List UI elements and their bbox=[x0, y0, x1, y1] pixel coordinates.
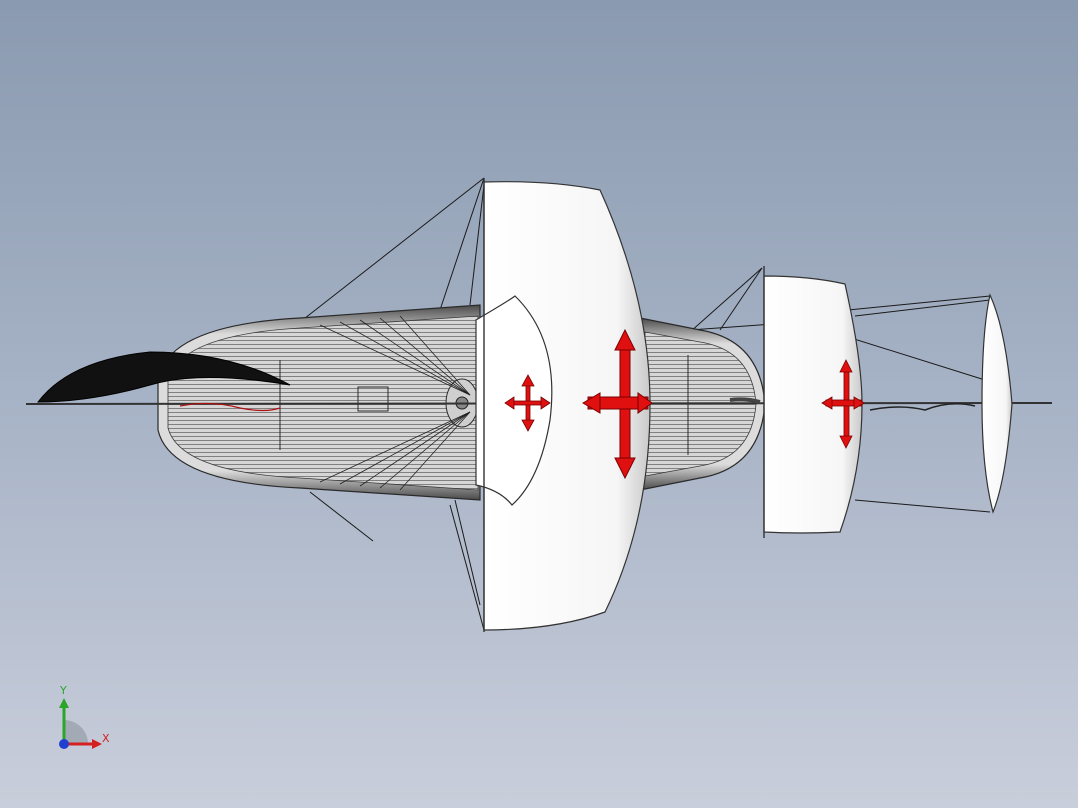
stern-sail bbox=[36, 351, 291, 403]
red-cross-small bbox=[504, 374, 551, 432]
triad-graphic bbox=[59, 698, 102, 749]
red-cross-large bbox=[582, 328, 653, 480]
x-axis-label: X bbox=[102, 732, 110, 745]
rope-detail bbox=[179, 402, 281, 412]
red-cross-fore bbox=[821, 359, 865, 449]
y-axis-label: Y bbox=[60, 684, 67, 697]
view-orientation-triad[interactable]: Y X bbox=[52, 684, 122, 758]
ratlines bbox=[319, 315, 471, 491]
jib-sail bbox=[981, 293, 1013, 514]
